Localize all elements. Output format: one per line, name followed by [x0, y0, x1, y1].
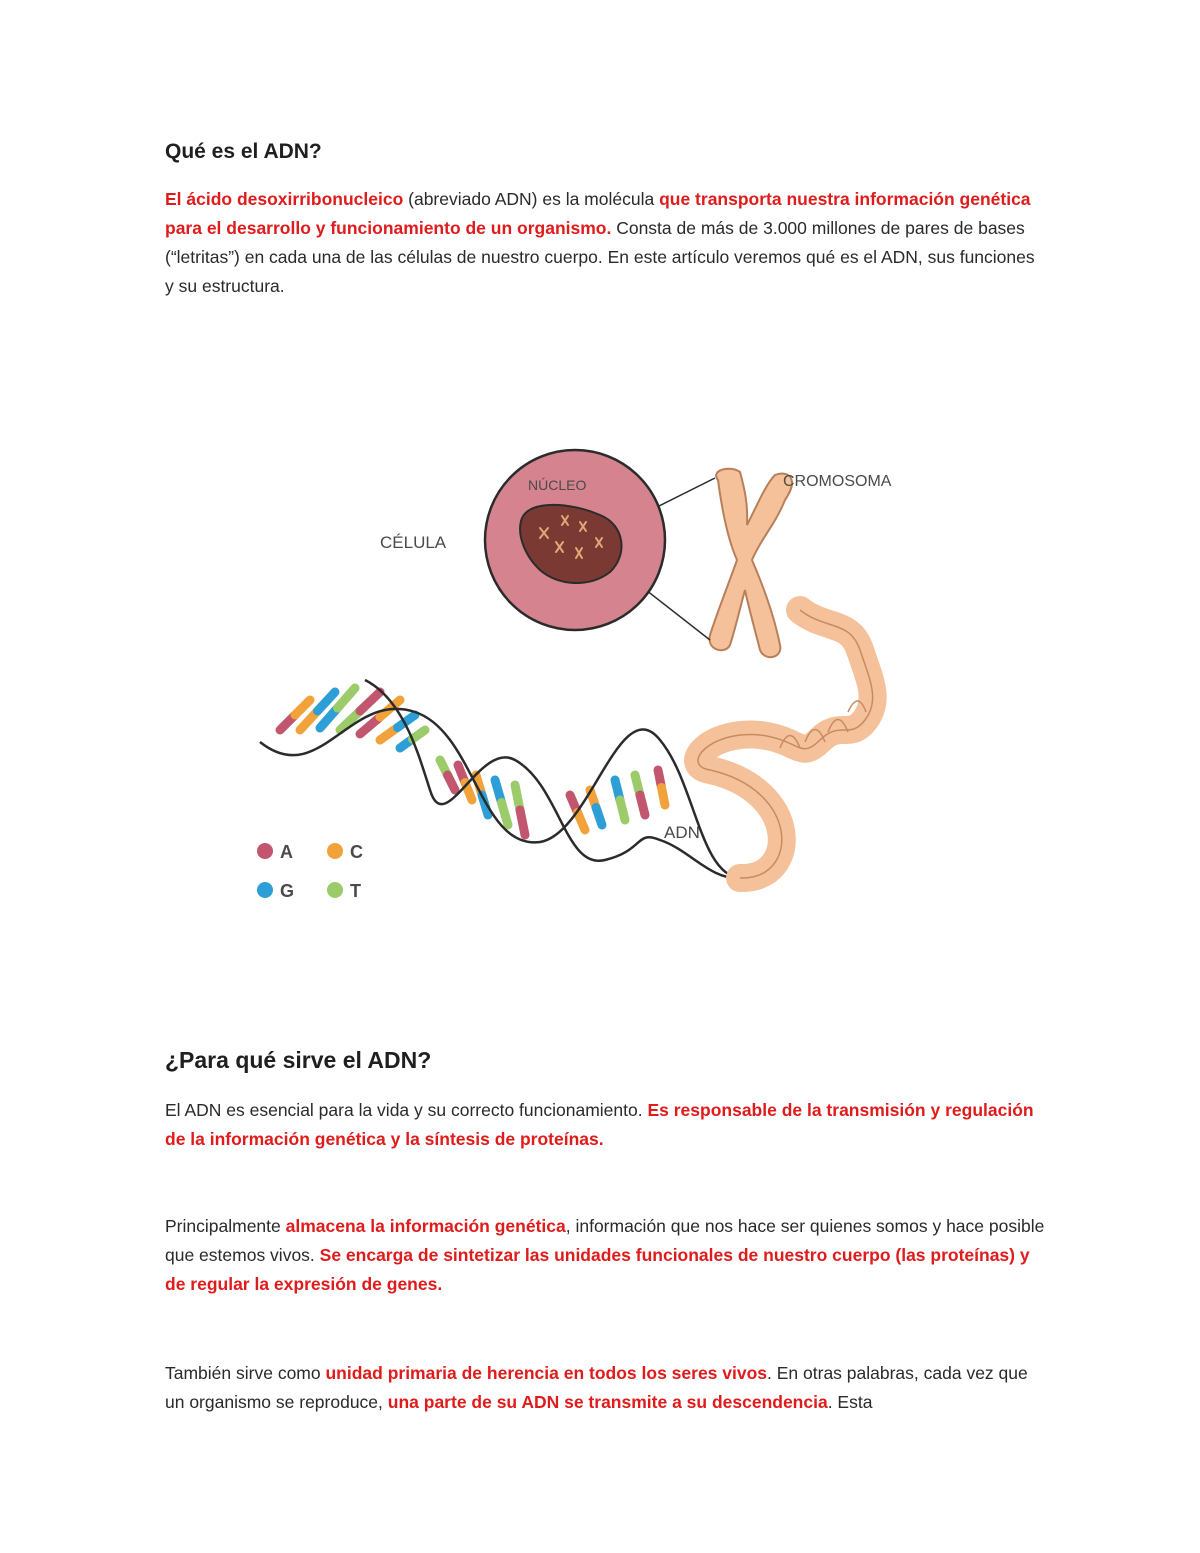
- text-run: (abreviado ADN) es la molécula: [403, 189, 660, 209]
- base-pair-segment: [335, 706, 365, 735]
- intro-paragraph: El ácido desoxirribonucleico (abreviado …: [165, 185, 1045, 301]
- base-pair-segment: [393, 710, 420, 732]
- base-pair-segment: [591, 803, 607, 830]
- legend-label-c: C: [350, 842, 363, 862]
- highlighted-text: unidad primaria de herencia en todos los…: [325, 1363, 768, 1383]
- base-legend: A C G T: [257, 842, 363, 901]
- text-run: . Esta: [827, 1392, 873, 1412]
- function-paragraph-1: El ADN es esencial para la vida y su cor…: [165, 1096, 1045, 1154]
- highlighted-text: que transporta nuestra información genét…: [165, 189, 1031, 238]
- legend-dot-t: [327, 882, 343, 898]
- highlighted-text: una parte de su ADN se transmite a su de…: [387, 1392, 828, 1412]
- text-run: . En otras palabras, cada vez que un org…: [165, 1363, 1028, 1412]
- text-run: , información que nos hace ser quienes s…: [165, 1216, 1045, 1265]
- nucleus-label: NÚCLEO: [528, 477, 586, 493]
- dna-label: ADN: [664, 823, 700, 842]
- base-pair-segment: [355, 687, 385, 716]
- chromosome-label: CROMOSOMA: [783, 473, 892, 490]
- legend-dot-g: [257, 882, 273, 898]
- text-run: Principalmente: [165, 1216, 286, 1236]
- base-pair-segment: [443, 770, 460, 795]
- base-pair-segment: [657, 783, 670, 810]
- cell-circle: [483, 448, 667, 632]
- base-pair-segment: [313, 687, 340, 716]
- base-pair-segment: [635, 790, 650, 820]
- legend-dot-c: [327, 843, 343, 859]
- dna-helix: [259, 678, 741, 880]
- highlighted-text: almacena la información genética: [285, 1216, 566, 1236]
- section-title-what-is-dna-for: ¿Para qué sirve el ADN?: [165, 1047, 432, 1073]
- base-pair-segment: [515, 805, 530, 840]
- text-run: El ADN es esencial para la vida y su cor…: [165, 1100, 648, 1120]
- chromosome-shape: [708, 467, 793, 659]
- base-pair-segment: [615, 795, 630, 825]
- legend-dot-a: [257, 843, 273, 859]
- text-run: También sirve como: [165, 1363, 326, 1383]
- highlighted-text: Es responsable de la transmisión y regul…: [165, 1100, 1034, 1149]
- base-pair-segment: [333, 683, 360, 713]
- dna-illustration: CÉLULA NÚCLEO CROMOSOMA ADN A C G T: [240, 430, 940, 920]
- highlighted-text: El ácido desoxirribonucleico: [165, 189, 404, 209]
- legend-label-t: T: [350, 881, 361, 901]
- base-pair-segment: [573, 808, 590, 835]
- cell-label: CÉLULA: [380, 533, 447, 552]
- highlighted-text: Se encarga de sintetizar las unidades fu…: [165, 1245, 1030, 1294]
- base-pair-segment: [497, 798, 513, 830]
- function-paragraph-2: Principalmente almacena la información g…: [165, 1212, 1045, 1299]
- legend-label-a: A: [280, 842, 293, 862]
- legend-label-g: G: [280, 881, 294, 901]
- text-run: Consta de más de 3.000 millones de pares…: [165, 218, 1035, 296]
- function-paragraph-3: También sirve como unidad primaria de he…: [165, 1359, 1045, 1417]
- section-title-what-is-dna: Qué es el ADN?: [165, 140, 322, 163]
- base-pair-segment: [408, 725, 430, 744]
- coiled-chromatin: [684, 596, 887, 892]
- base-pair-segment: [290, 695, 315, 720]
